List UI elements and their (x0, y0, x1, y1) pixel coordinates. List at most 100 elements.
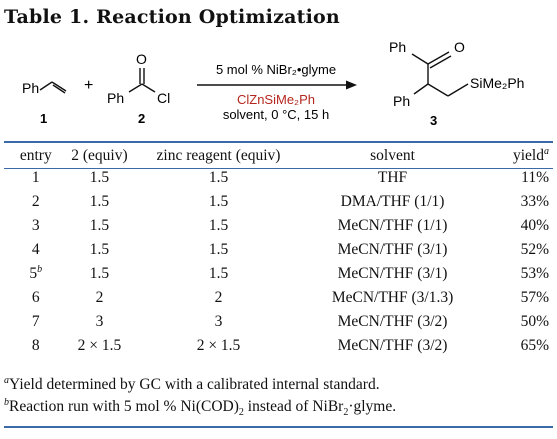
table-row: 1 1.5 1.5 THF 11% (4, 166, 553, 190)
reactant2-ph-label: Ph (107, 90, 124, 106)
cell-solvent: MeCN/THF (3/2) (306, 334, 480, 358)
table-row: 6 2 2 MeCN/THF (3/1.3) 57% (4, 286, 553, 310)
cell-equiv2: 3 (68, 310, 132, 334)
cell-equiv2-value: 1.5 (89, 241, 110, 258)
cell-zinc: 1.5 (131, 214, 305, 238)
cell-yield: 53% (479, 262, 553, 286)
col-header-zinc: zinc reagent (equiv) (156, 147, 281, 164)
cell-zinc: 1.5 (131, 238, 305, 262)
cell-entry-value: 5 (29, 265, 38, 282)
footnote-a-text: Yield determined by GC with a calibrated… (9, 376, 380, 393)
cell-yield-value: 52% (520, 241, 549, 258)
cell-yield: 40% (479, 214, 553, 238)
reactant2-number: 2 (138, 111, 145, 126)
cell-equiv2: 2 (68, 286, 132, 310)
cell-solvent-value: MeCN/THF (3/2) (337, 313, 448, 330)
cell-entry-value: 1 (31, 169, 40, 186)
cell-entry: 2 (4, 190, 68, 214)
cell-entry: 5b (4, 262, 68, 286)
footnote-b-sub2: 2 (343, 407, 349, 419)
optimization-table: entry 2 (equiv) zinc reagent (equiv) sol… (4, 146, 553, 358)
footnote-b-text-post: instead of NiBr (243, 398, 344, 415)
cell-solvent: MeCN/THF (3/1.3) (306, 286, 480, 310)
col-header-solvent: solvent (370, 147, 415, 164)
footnote-b-text-end: ·glyme. (348, 398, 397, 415)
cell-equiv2: 1.5 (68, 166, 132, 190)
cell-zinc-value: 2 (214, 289, 223, 306)
cell-zinc-value: 1.5 (208, 169, 229, 186)
footnote-b: bReaction run with 5 mol % Ni(COD)2 inst… (4, 396, 553, 424)
cell-zinc-value: 1.5 (208, 241, 229, 258)
cell-solvent-value: MeCN/THF (3/2) (337, 337, 448, 354)
cell-zinc-value: 2 × 1.5 (196, 337, 241, 354)
entry-footnote-mark: b (37, 263, 43, 275)
conditions-zinc-reagent: ClZnSiMe₂Ph (237, 92, 315, 107)
plus-sign: + (84, 77, 93, 94)
cell-zinc: 1.5 (131, 190, 305, 214)
product-ph-top-label: Ph (389, 39, 406, 55)
cell-yield: 65% (479, 334, 553, 358)
reactant1-number: 1 (40, 111, 47, 126)
cell-equiv2-value: 1.5 (89, 265, 110, 282)
header-rule (4, 168, 553, 169)
cell-entry: 4 (4, 238, 68, 262)
product-o-label: O (454, 39, 465, 55)
product-silyl-label: SiMe₂Ph (470, 75, 524, 91)
col-header-yield: yielda (479, 146, 553, 166)
cell-equiv2-value: 3 (95, 313, 104, 330)
table-row: 8 2 × 1.5 2 × 1.5 MeCN/THF (3/2) 65% (4, 334, 553, 358)
product-number: 3 (430, 113, 437, 128)
cell-yield-value: 33% (520, 193, 549, 210)
cell-solvent-value: MeCN/THF (3/1.3) (331, 289, 454, 306)
cell-entry-value: 8 (31, 337, 40, 354)
cell-equiv2-value: 2 × 1.5 (77, 337, 122, 354)
cell-equiv2-value: 1.5 (89, 169, 110, 186)
footnote-b-sub: 2 (238, 407, 244, 419)
cell-solvent: DMA/THF (1/1) (306, 190, 480, 214)
footnote-b-text: Reaction run with 5 mol % Ni(COD) (9, 398, 239, 415)
table-row: 4 1.5 1.5 MeCN/THF (3/1) 52% (4, 238, 553, 262)
cell-entry: 6 (4, 286, 68, 310)
top-rule (4, 141, 553, 143)
conditions-catalyst: 5 mol % NiBr₂•glyme (216, 62, 336, 77)
cell-solvent-value: THF (377, 169, 408, 186)
cell-equiv2: 2 × 1.5 (68, 334, 132, 358)
bottom-rule (4, 426, 553, 428)
reactant2-cl-label: Cl (157, 90, 170, 106)
reaction-scheme: Ph 1 + O Ph Cl 2 5 mol % NiBr₂•glyme ClZ… (22, 39, 524, 128)
cell-equiv2: 1.5 (68, 214, 132, 238)
cell-yield: 11% (479, 166, 553, 190)
cell-entry: 1 (4, 166, 68, 190)
cell-equiv2: 1.5 (68, 262, 132, 286)
header-row: entry 2 (equiv) zinc reagent (equiv) sol… (4, 146, 553, 166)
cell-yield-value: 11% (521, 169, 549, 186)
cell-zinc: 2 (131, 286, 305, 310)
yield-footnote-mark: a (544, 145, 549, 157)
cell-entry: 8 (4, 334, 68, 358)
cell-equiv2: 1.5 (68, 238, 132, 262)
cell-yield: 50% (479, 310, 553, 334)
cell-zinc-value: 1.5 (208, 217, 229, 234)
conditions-solvent-temp: solvent, 0 °C, 15 h (223, 107, 329, 122)
cell-solvent: MeCN/THF (1/1) (306, 214, 480, 238)
cell-yield-value: 53% (520, 265, 549, 282)
cell-yield: 57% (479, 286, 553, 310)
footnote-b-mark: b (4, 396, 9, 408)
footnote-a-mark: a (4, 374, 9, 386)
cell-solvent-value: DMA/THF (1/1) (340, 193, 445, 210)
cell-zinc: 1.5 (131, 166, 305, 190)
cell-zinc-value: 1.5 (208, 193, 229, 210)
cell-solvent-value: MeCN/THF (3/1) (337, 241, 448, 258)
cell-yield-value: 50% (520, 313, 549, 330)
footnote-a: aYield determined by GC with a calibrate… (4, 374, 553, 396)
cell-entry-value: 3 (31, 217, 40, 234)
cell-entry-value: 6 (31, 289, 40, 306)
col-header-entry: entry (19, 147, 52, 164)
cell-entry: 7 (4, 310, 68, 334)
cell-yield: 52% (479, 238, 553, 262)
cell-entry-value: 2 (31, 193, 40, 210)
cell-zinc-value: 1.5 (208, 265, 229, 282)
cell-zinc: 2 × 1.5 (131, 334, 305, 358)
reactant1-ph-label: Ph (22, 80, 39, 96)
